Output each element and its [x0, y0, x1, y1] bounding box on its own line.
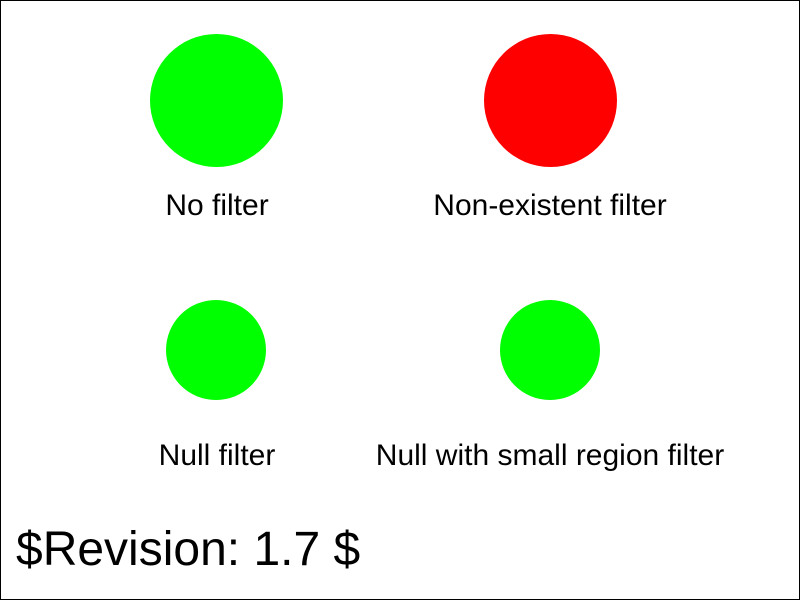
non-existent-filter-label: Non-existent filter: [433, 189, 667, 222]
null-filter-circle: [166, 300, 266, 400]
null-small-region-filter-circle: [500, 300, 600, 400]
revision-text: $Revision: 1.7 $: [16, 523, 361, 576]
no-filter-label: No filter: [165, 189, 269, 222]
null-filter-label: Null filter: [158, 439, 276, 472]
null-small-region-filter-label: Null with small region filter: [375, 439, 725, 472]
no-filter-circle: [150, 34, 283, 167]
non-existent-filter-circle: [484, 34, 617, 167]
